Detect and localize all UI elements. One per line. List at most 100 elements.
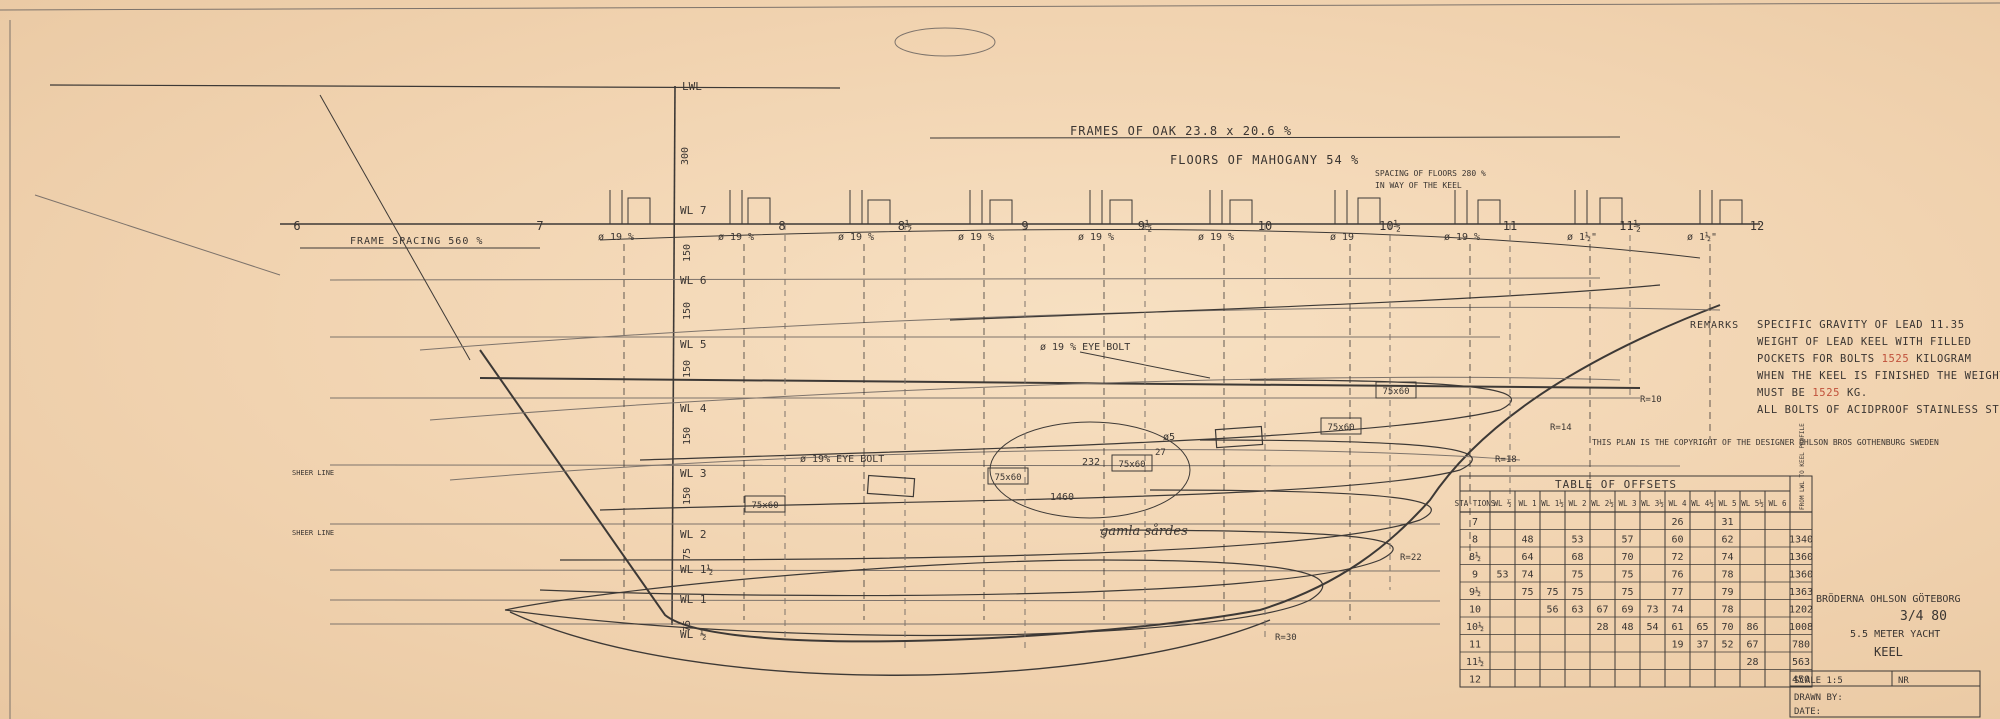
dim-75-a-label: 75	[682, 548, 693, 560]
gamla-sarden-label: gamla sårdes	[1100, 523, 1188, 539]
title-block-lower	[1789, 670, 1981, 718]
waterline-label-8: WL ½	[680, 628, 707, 641]
dim-75-b-label: 75	[682, 620, 693, 632]
offsets-cell-1-13: 1340	[1789, 535, 1813, 546]
offsets-cell-3-8: 76	[1671, 570, 1683, 581]
copyright-label: THIS PLAN IS THE COPYRIGHT OF THE DESIGN…	[1592, 438, 1939, 447]
offsets-cell-5-8: 74	[1671, 605, 1683, 616]
spacing-of-floors-sub-label: IN WAY OF THE KEEL	[1375, 181, 1462, 190]
dim-box-label-5: 75x60	[1382, 387, 1409, 397]
offsets-cell-7-0: 11	[1469, 640, 1481, 651]
offsets-cell-4-8: 77	[1671, 587, 1683, 598]
dim-27-label: 27	[1155, 448, 1166, 458]
offsets-title: TABLE OF OFFSETS	[1555, 478, 1677, 491]
forward-stem-line	[319, 94, 471, 361]
offsets-cell-5-7: 73	[1646, 605, 1658, 616]
offsets-cell-7-13: 780	[1792, 640, 1810, 651]
sheer-curve	[599, 228, 1701, 259]
dim-150-b-label: 150	[682, 302, 693, 320]
offsets-cell-4-6: 75	[1621, 587, 1633, 598]
offsets-cell-2-2: 64	[1521, 552, 1533, 563]
title-company: BRÖDERNA OHLSON GÖTEBORG	[1816, 592, 1961, 605]
offsets-cell-4-4: 75	[1571, 587, 1583, 598]
station-label-4: 9	[1021, 219, 1028, 233]
lwl-label: LWL	[682, 80, 702, 93]
offsets-header-3: WL 1½	[1541, 499, 1564, 508]
offsets-cell-2-10: 74	[1721, 552, 1733, 563]
diagonal-line	[34, 194, 281, 276]
radius-label-4: R=10	[1640, 395, 1662, 405]
offsets-cell-6-10: 70	[1721, 622, 1733, 633]
station-verticals	[784, 224, 1631, 650]
title-part: KEEL	[1874, 645, 1903, 659]
remarks-line-0: SPECIFIC GRAVITY OF LEAD 11.35	[1757, 319, 1965, 331]
station-label-2: 8	[778, 219, 785, 233]
buttock-2	[429, 376, 1621, 421]
offsets-cell-9-13: 450	[1792, 675, 1810, 686]
bolt-label-6: ø 19	[1330, 232, 1354, 243]
offsets-cell-2-4: 68	[1571, 552, 1583, 563]
offsets-cell-6-8: 61	[1671, 622, 1683, 633]
offsets-cell-6-5: 28	[1596, 622, 1608, 633]
dim-box-label-2: 75x60	[994, 473, 1021, 483]
floors-of-mahogany-label: FLOORS OF MAHOGANY 54 %	[1170, 153, 1359, 167]
offsets-header-2: WL 1	[1518, 499, 1536, 508]
waterline-label-5: WL 2	[680, 528, 707, 541]
offsets-header-6: WL 3	[1618, 499, 1636, 508]
bolt-label-4: ø 19 %	[1078, 232, 1114, 243]
remarks-line-3: WHEN THE KEEL IS FINISHED THE WEIGHT	[1757, 370, 2000, 382]
buttock-1	[419, 306, 1721, 351]
radius-label-2: R=18	[1495, 455, 1517, 465]
spacing-of-floors-label: SPACING OF FLOORS 280 %	[1375, 169, 1486, 178]
offsets-cell-4-0: 9½	[1469, 586, 1481, 598]
wl4-bold-line	[479, 377, 1641, 389]
offsets-header-11: WL 5½	[1741, 499, 1764, 508]
floor-blocks	[627, 197, 1743, 225]
dim-5-label: ø5	[1163, 432, 1175, 443]
offsets-cell-4-13: 1363	[1789, 587, 1813, 598]
bolt-label-2: ø 19 %	[838, 232, 874, 243]
offsets-cell-0-0: 7	[1472, 517, 1478, 528]
sheer-reference-line	[49, 84, 841, 89]
station-label-1: 7	[536, 219, 543, 233]
dim-box-4	[1320, 417, 1362, 435]
offsets-cell-1-2: 48	[1521, 535, 1533, 546]
offsets-cell-2-8: 72	[1671, 552, 1683, 563]
dim-232-label: 232	[1082, 457, 1100, 468]
title-drawn-by: DRAWN BY:	[1794, 693, 1843, 703]
offsets-cell-8-13: 563	[1792, 657, 1810, 668]
bolt-label-0: ø 19 %	[598, 232, 634, 243]
frames-of-oak-label: FRAMES OF OAK 23.8 x 20.6 %	[1070, 124, 1292, 138]
radius-label-3: R=14	[1550, 423, 1572, 433]
dim-150-e-label: 150	[682, 487, 693, 505]
offsets-cell-1-6: 57	[1621, 535, 1633, 546]
remarks-line-4: MUST BE 1525 KG.	[1757, 387, 1868, 399]
dim-box-5	[1375, 381, 1417, 399]
offsets-cell-5-4: 63	[1571, 605, 1583, 616]
offsets-cell-5-3: 56	[1546, 605, 1558, 616]
frame-ticks	[609, 190, 1713, 224]
keel-profile	[479, 304, 1721, 643]
title-number: 3/4 80	[1900, 609, 1947, 624]
remarks-red-value: 1525	[1882, 353, 1910, 365]
waterline-label-4: WL 3	[680, 467, 707, 480]
offsets-cell-0-10: 31	[1721, 517, 1733, 528]
offsets-header-13: FROM LWL TO KEEL PROFILE	[1799, 423, 1806, 510]
title-date: DATE:	[1794, 707, 1821, 717]
offsets-cell-7-11: 67	[1746, 640, 1758, 651]
waterline-sections	[504, 284, 1661, 637]
buttock-3	[449, 449, 1521, 481]
offsets-cell-4-3: 75	[1546, 587, 1558, 598]
offsets-cell-7-8: 19	[1671, 640, 1683, 651]
bolt-label-9: ø 1½"	[1687, 231, 1717, 243]
lwl-vertical	[671, 85, 676, 626]
waterline-label-6: WL 1½	[680, 563, 713, 576]
waterline-label-3: WL 4	[680, 402, 707, 415]
eye-bolt-label-2: ø 19% EYE BOLT	[800, 454, 884, 465]
offsets-header-4: WL 2	[1568, 499, 1586, 508]
offsets-header-5: WL 2½	[1591, 499, 1614, 508]
offsets-cell-3-0: 9	[1472, 570, 1478, 581]
dim-300-label: 300	[680, 147, 691, 165]
title-nr: NR	[1898, 676, 1909, 686]
